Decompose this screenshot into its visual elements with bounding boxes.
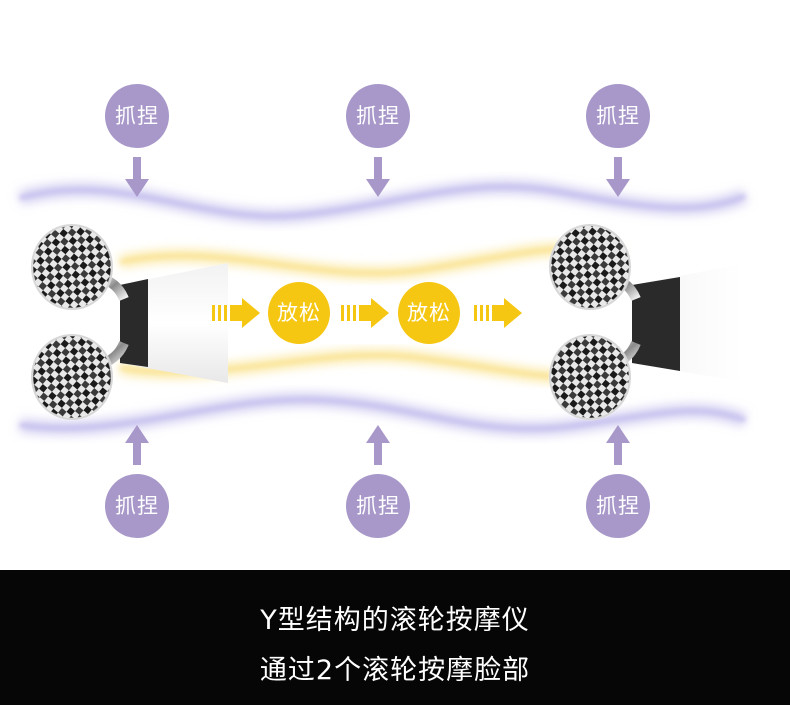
squeeze-badge: 抓捏: [586, 84, 650, 148]
relax-badge: 放松: [268, 282, 330, 344]
y-roller-massager-icon: [30, 223, 228, 421]
right-flow-arrow-icon: [341, 298, 389, 328]
right-flow-arrow-icon: [474, 298, 522, 328]
squeeze-badge: 抓捏: [586, 474, 650, 538]
y-roller-massager-icon: [548, 223, 790, 421]
right-flow-arrow-icon: [212, 298, 260, 328]
caption-band: Y型结构的滚轮按摩仪 通过2个滚轮按摩脸部: [0, 570, 790, 705]
massage-illustration: 抓捏 抓捏 抓捏 抓捏 抓捏 抓捏: [18, 84, 790, 538]
squeeze-badge: 抓捏: [105, 474, 169, 538]
up-arrow-icon: [125, 425, 149, 465]
relax-badge: 放松: [398, 282, 460, 344]
caption-line-1: Y型结构的滚轮按摩仪: [260, 605, 530, 636]
down-arrow-icon: [125, 157, 149, 197]
squeeze-badge: 抓捏: [346, 474, 410, 538]
up-arrow-icon: [366, 425, 390, 465]
up-arrow-icon: [606, 425, 630, 465]
down-arrow-icon: [366, 157, 390, 197]
caption-line-2: 通过2个滚轮按摩脸部: [259, 655, 531, 686]
down-arrow-icon: [606, 157, 630, 197]
squeeze-badge: 抓捏: [346, 84, 410, 148]
squeeze-badge: 抓捏: [105, 84, 169, 148]
